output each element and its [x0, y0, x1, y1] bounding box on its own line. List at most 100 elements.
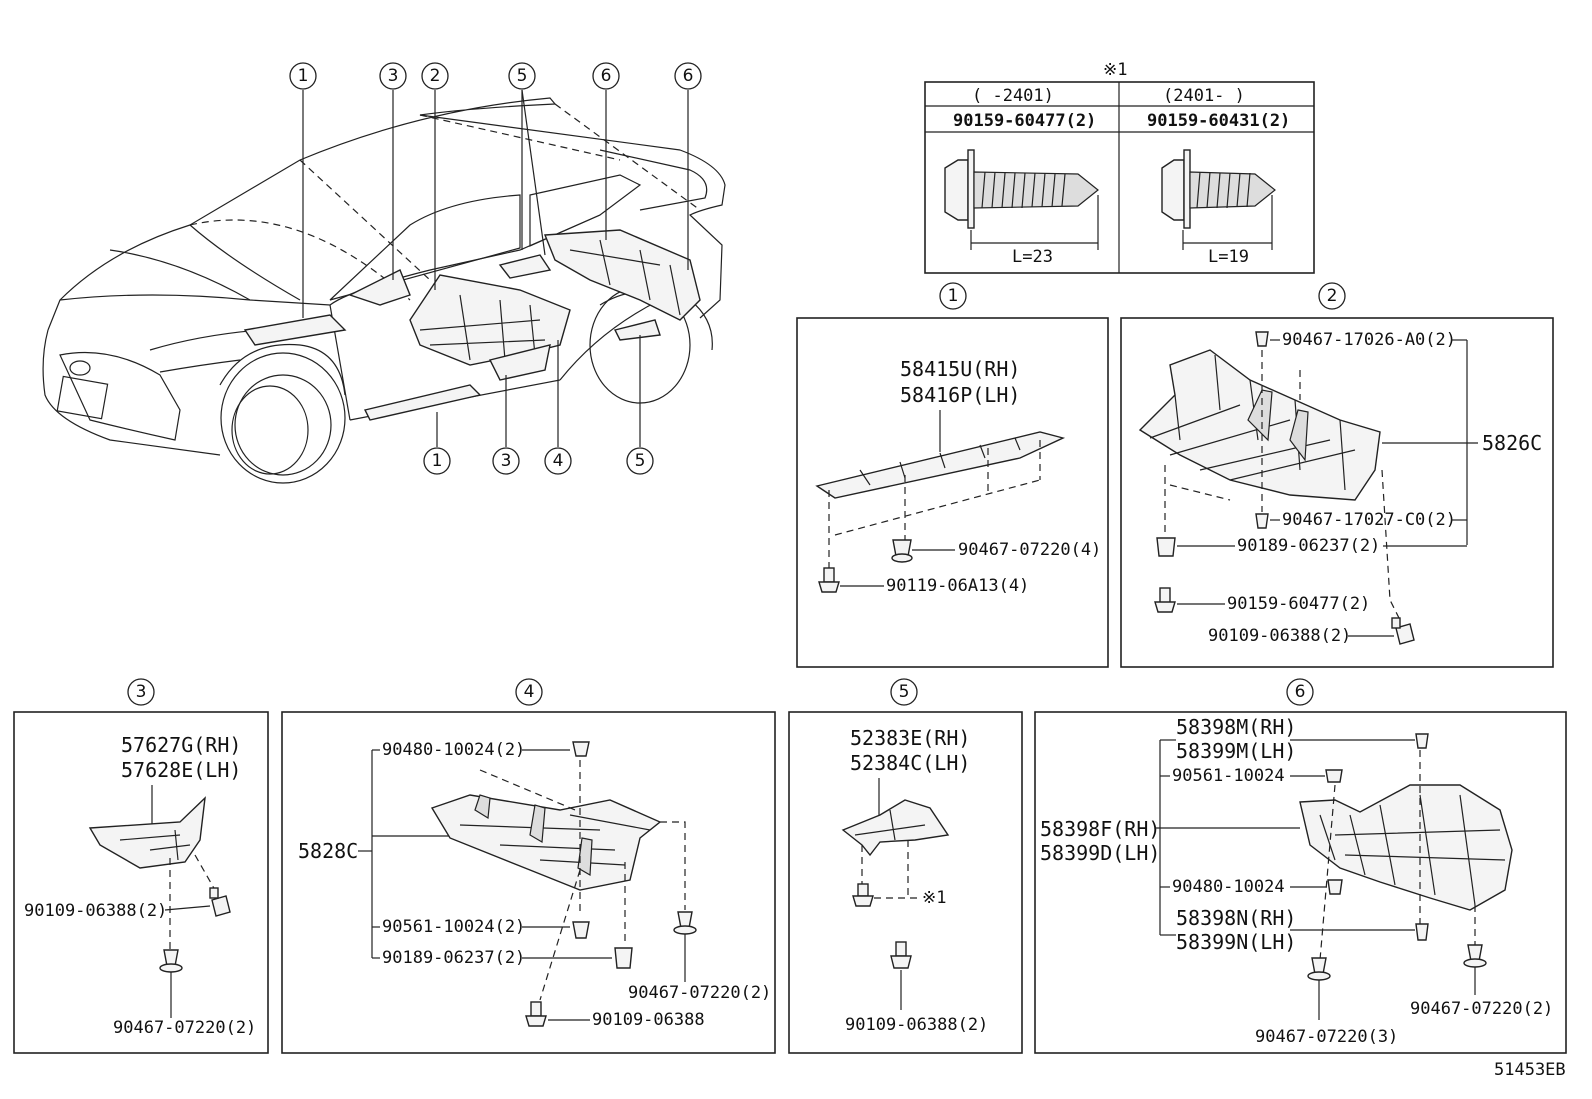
panel-6-clip-3	[1307, 957, 1331, 981]
panel-1-clip	[891, 539, 913, 563]
panel-5: 5 52383E(RH) 52384C(LH) ※1 90109-06388(2…	[788, 678, 1023, 1054]
panel-5-rear-bracket	[841, 799, 950, 857]
panel-3: 3 57627G(RH) 57628E(LH) 90109-06388(2) 9…	[13, 678, 269, 1054]
panel-2-clip-mid-label: 90467-17027-C0(2)	[1282, 510, 1456, 530]
panel-3-bolt	[209, 887, 231, 917]
panel-2-screw-label: 90159-60477(2)	[1227, 594, 1370, 614]
svg-text:5: 5	[635, 451, 646, 471]
panel-2: 2 90467-17026-A0(2) 5826C 90467-17027-C0…	[1120, 282, 1554, 668]
panel-2-part-label: 5826C	[1482, 431, 1542, 455]
bolt-col2-length: L=19	[1208, 247, 1249, 267]
panel-5-bolt	[890, 941, 912, 969]
svg-text:3: 3	[136, 682, 147, 702]
panel-2-bolt	[1391, 617, 1415, 645]
panel-2-nut	[1156, 537, 1176, 557]
panel-2-screw	[1154, 587, 1176, 613]
bolt-short-drawing: L=19	[1161, 149, 1276, 267]
panel-4-callout: 4	[515, 678, 543, 706]
panel-2-clip-mid	[1255, 513, 1269, 529]
overview-rear-bracket	[613, 319, 661, 341]
panel-6-part-n-rh: 58398N(RH)	[1176, 906, 1296, 930]
svg-text:2: 2	[1327, 286, 1338, 306]
bolt-table: ※1 ( -2401) (2401- ) 90159-60477(2) 9015…	[924, 60, 1315, 274]
panel-6-callout: 6	[1286, 678, 1314, 706]
svg-text:1: 1	[432, 451, 443, 471]
panel-6-rivet-label: 90480-10024	[1172, 877, 1285, 897]
callout-top-1: 1	[289, 62, 317, 90]
panel-3-bolt-label: 90109-06388(2)	[24, 901, 167, 921]
panel-6: 6 58398M(RH) 58399M(LH) 90561-10024 5839…	[1034, 678, 1567, 1054]
panel-4-nut-b	[614, 947, 633, 969]
panel-6-part-m-rh: 58398M(RH)	[1176, 715, 1296, 739]
svg-text:3: 3	[501, 451, 512, 471]
overview-rear-wheel-liner	[543, 229, 701, 321]
panel-6-clip-2	[1463, 944, 1487, 968]
panel-3-callout: 3	[127, 678, 155, 706]
panel-4: 4 90480-10024(2) 5828C 90561-10024(2) 90…	[281, 678, 776, 1054]
panel-6-part-f-rh: 58398F(RH)	[1040, 817, 1160, 841]
panel-3-clip-label: 90467-07220(2)	[113, 1018, 256, 1038]
panel-6-clip-3-label: 90467-07220(3)	[1255, 1027, 1398, 1047]
callout-top-3: 3	[379, 62, 407, 90]
callout-top-2: 2	[421, 62, 449, 90]
panel-1: 1 58415U(RH) 58416P(LH) 90467-07220(4) 9…	[796, 282, 1109, 668]
panel-2-nut-label: 90189-06237(2)	[1237, 536, 1380, 556]
panel-6-clip-top	[1415, 733, 1429, 749]
svg-text:1: 1	[948, 286, 959, 306]
overview-rear-floor-cover	[488, 344, 551, 381]
panel-4-bolt-label: 90109-06388	[592, 1010, 705, 1030]
panel-1-side-undercover	[815, 431, 1066, 499]
panel-4-nut-b-label: 90189-06237(2)	[382, 948, 525, 968]
panel-1-bolt	[818, 567, 840, 593]
panel-2-engine-undercover	[1138, 349, 1381, 501]
panel-4-part-label: 5828C	[298, 839, 358, 863]
panel-1-callout: 1	[939, 282, 967, 310]
svg-text:4: 4	[553, 451, 564, 471]
overview-fender-liner	[348, 269, 411, 306]
panel-3-fender-liner	[88, 796, 206, 869]
panel-6-rivet	[1327, 879, 1343, 895]
panel-2-clip-top-label: 90467-17026-A0(2)	[1282, 330, 1456, 350]
panel-5-callout: 5	[890, 678, 918, 706]
panel-6-part-d-lh: 58399D(LH)	[1040, 841, 1160, 865]
panel-4-rear-floor-undercover	[430, 794, 662, 891]
svg-text:2: 2	[430, 66, 441, 86]
overview-side-cover-left	[243, 314, 482, 421]
bolt-col1-part: 90159-60477(2)	[953, 111, 1096, 131]
svg-text:6: 6	[601, 66, 612, 86]
callout-bottom-4: 4	[544, 447, 572, 475]
panel-3-clip	[159, 949, 183, 973]
svg-text:6: 6	[683, 66, 694, 86]
svg-text:4: 4	[524, 682, 535, 702]
panel-2-clip-top	[1255, 331, 1269, 347]
panel-6-wheel-liner	[1299, 784, 1513, 911]
callout-top-6a: 6	[592, 62, 620, 90]
panel-2-bolt-label: 90109-06388(2)	[1208, 626, 1351, 646]
callout-bottom-5: 5	[626, 447, 654, 475]
panel-5-part-rh: 52383E(RH)	[850, 726, 970, 750]
panel-5-ref-mark: ※1	[922, 888, 946, 908]
bolt-col1-range: ( -2401)	[972, 86, 1054, 106]
panel-1-part-lh: 58416P(LH)	[900, 383, 1020, 407]
svg-text:1: 1	[298, 66, 309, 86]
overview-engine-undercover	[409, 274, 571, 366]
svg-text:6: 6	[1295, 682, 1306, 702]
panel-6-part-m-lh: 58399M(LH)	[1176, 739, 1296, 763]
svg-text:3: 3	[388, 66, 399, 86]
panel-1-clip-label: 90467-07220(4)	[958, 540, 1101, 560]
bolt-long-drawing: L=23	[944, 149, 1099, 267]
callout-bottom-3: 3	[492, 447, 520, 475]
diagram-id: 51453EB	[1494, 1060, 1566, 1080]
panel-6-nut	[1325, 769, 1343, 783]
callout-top-5: 5	[508, 62, 536, 90]
svg-text:5: 5	[517, 66, 528, 86]
callout-bottom-1: 1	[423, 447, 451, 475]
bolt-col1-length: L=23	[1012, 247, 1053, 267]
panel-3-part-rh: 57627G(RH)	[121, 733, 241, 757]
panel-5-part-lh: 52384C(LH)	[850, 751, 970, 775]
panel-6-clip-bottom	[1415, 923, 1429, 941]
panel-5-bolt-label: 90109-06388(2)	[845, 1015, 988, 1035]
panel-2-callout: 2	[1318, 282, 1346, 310]
panel-1-part-rh: 58415U(RH)	[900, 357, 1020, 381]
bolt-col2-range: (2401- )	[1163, 86, 1245, 106]
